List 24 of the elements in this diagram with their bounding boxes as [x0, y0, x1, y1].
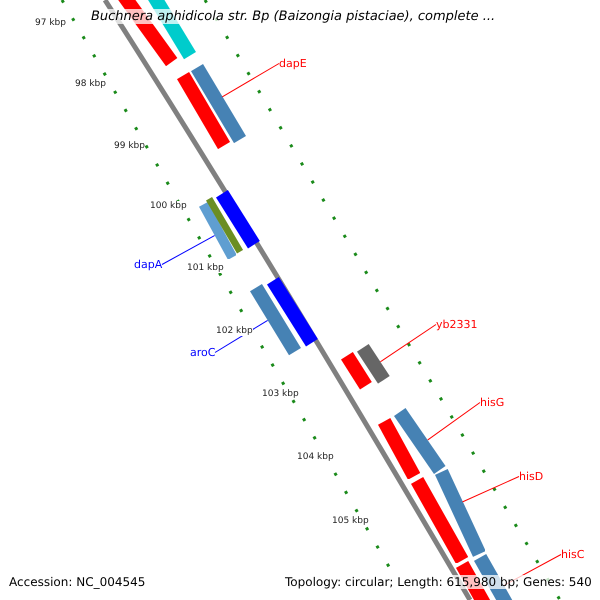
scale-label: 102 kbp [216, 326, 253, 336]
leader-line [380, 324, 436, 362]
leader-line [162, 235, 216, 265]
scale-label: 98 kbp [75, 79, 106, 89]
scale-label: 100 kbp [150, 201, 187, 211]
scale-label: 104 kbp [297, 452, 334, 462]
gene-label: hisD [519, 470, 544, 483]
scale-label: 99 kbp [114, 141, 145, 151]
leader-line [462, 476, 520, 502]
gene-label: hisC [561, 548, 584, 561]
leader-line [222, 63, 280, 98]
scale-label: 105 kbp [332, 516, 369, 526]
footer-text: Accession: NC_004545 [9, 575, 146, 589]
map-title: Buchnera aphidicola str. Bp (Baizongia pistaciae), complete ... [91, 9, 496, 24]
footer-text: Topology: circular; Length: 615,980 bp; Genes: 540 [285, 575, 592, 589]
gene-label: dapA [134, 258, 162, 271]
gene-label: dapE [279, 57, 307, 70]
scale-label: 101 kbp [187, 263, 224, 273]
scale-label: 103 kbp [262, 389, 299, 399]
gene-label: yb2331 [436, 318, 478, 331]
gene-label: hisG [480, 396, 504, 409]
gene-label: aroC [190, 346, 216, 359]
scale-label: 97 kbp [35, 18, 66, 28]
leader-line [427, 402, 480, 440]
